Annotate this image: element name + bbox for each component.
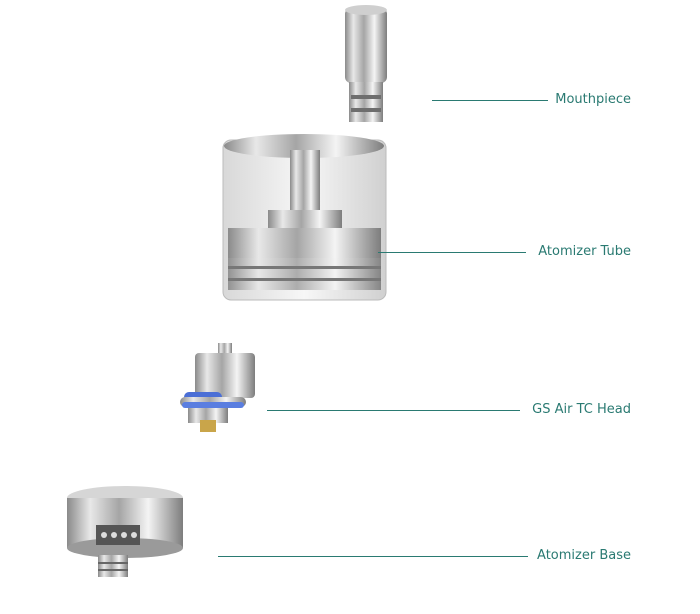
coil-head-image bbox=[180, 343, 255, 432]
atomizer-tube-label: Atomizer Tube bbox=[538, 244, 631, 259]
coil-head-label: GS Air TC Head bbox=[532, 402, 631, 417]
atomizer-base-image bbox=[67, 486, 183, 577]
atomizer-tube-leader-line bbox=[378, 252, 526, 253]
atomizer-base-leader-line bbox=[218, 556, 528, 557]
atomizer-tube-image bbox=[222, 134, 387, 301]
mouthpiece-label: Mouthpiece bbox=[555, 92, 631, 107]
mouthpiece-leader-line bbox=[432, 100, 548, 101]
atomizer-base-label: Atomizer Base bbox=[537, 548, 631, 563]
coil-head-leader-line bbox=[267, 410, 520, 411]
mouthpiece-image bbox=[345, 5, 387, 122]
